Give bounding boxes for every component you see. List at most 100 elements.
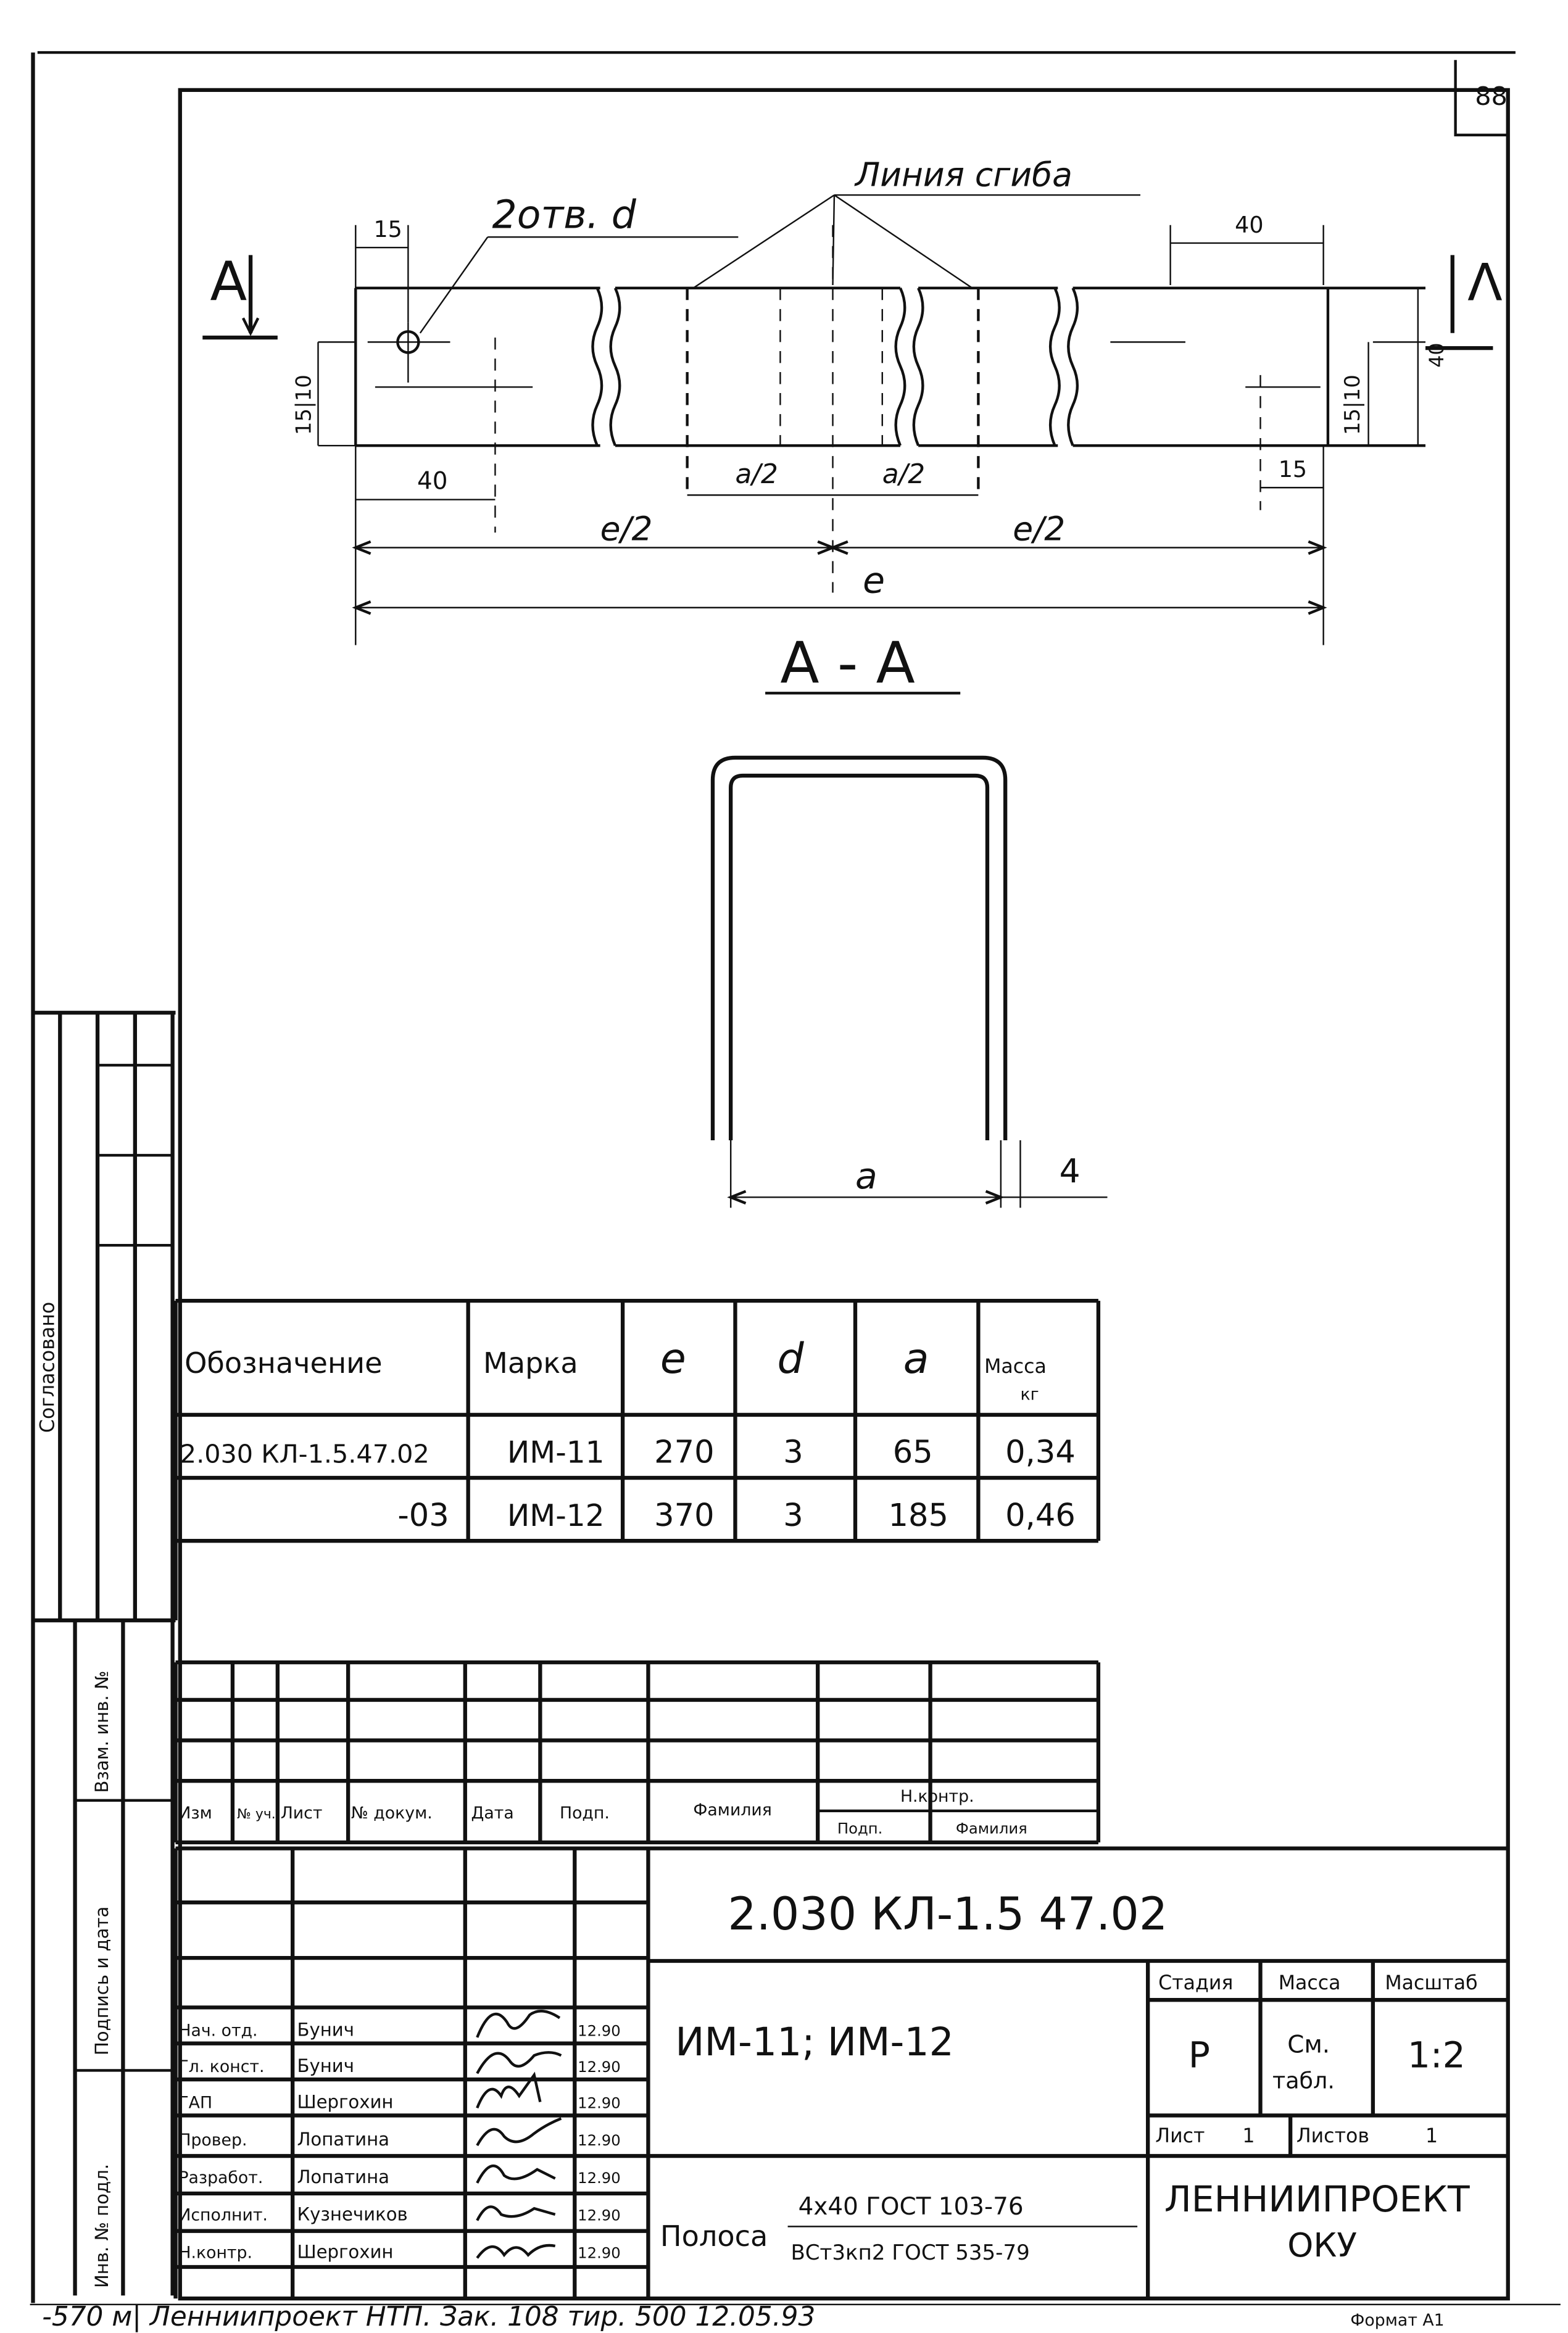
title-block: 2.030 КЛ-1.5 47.02 ИМ-11; ИМ-12 Стадия М… [173, 1846, 1508, 2299]
dim-right-tick: 40 [1426, 342, 1448, 367]
rev-col-doc: № докум. [351, 1804, 433, 1823]
col-length: e [660, 1335, 686, 1383]
material-bottom: ВСт3кп2 ГОСТ 535-79 [790, 2240, 1029, 2265]
drawing-designation: 2.030 КЛ-1.5 47.02 [728, 1888, 1168, 1941]
sig-role: Н.контр. [178, 2243, 252, 2262]
dim-thickness: 4 [1060, 1151, 1081, 1190]
sheet-frame [30, 51, 1561, 2306]
rev-col-norm-control: Н.контр. [900, 1787, 974, 1806]
sig-role: Провер. [178, 2131, 247, 2150]
sig-name: Кузнечиков [297, 2204, 407, 2225]
signature-row: Нач. отд. Бунич 12.90 [178, 2020, 620, 2041]
parts-table: Обозначение Марка e d a Масса кг 2.030 К… [173, 1298, 1101, 1621]
cell-hole-diameter: 3 [783, 1435, 803, 1471]
signature-row: Разработ. Лопатина 12.90 [178, 2166, 620, 2187]
signature-row: Провер. Лопатина 12.90 [178, 2129, 620, 2150]
stage-value: Р [1188, 2034, 1210, 2076]
mass-header: Масса [1279, 1972, 1341, 1994]
rev-col-nc-name: Фамилия [956, 1819, 1027, 1837]
cell-width: 65 [893, 1435, 933, 1471]
dim-total-l: e [863, 559, 885, 601]
rev-col-sign: Подп. [560, 1804, 610, 1823]
rev-col-name: Фамилия [693, 1801, 771, 1820]
organization: ЛЕННИИПРОЕКТ [1164, 2178, 1470, 2220]
dim-half-l-right: e/2 [1013, 509, 1065, 548]
sig-role: Исполнит. [178, 2206, 268, 2225]
break-line [1049, 287, 1061, 447]
table-row: -03 ИМ-12 370 3 185 0,46 [397, 1498, 1075, 1534]
sheets-label: Листов [1296, 2125, 1369, 2147]
sign-date-label: Подпись и дата [91, 1907, 112, 2056]
col-designation: Обозначение [185, 1346, 383, 1380]
sig-date: 12.90 [578, 2058, 621, 2076]
top-view: А Λ 15 2отв. d Линия сгиба 40 15|10 15|1… [202, 155, 1503, 645]
dim-half-a-right: a/2 [882, 458, 925, 490]
stage-header: Стадия [1158, 1972, 1233, 1994]
department: ОКУ [1287, 2226, 1357, 2265]
col-mass-unit: кг [1020, 1385, 1039, 1404]
print-note: -570 м| Ленниипроект НТП. Зак. 108 тир. … [42, 2301, 815, 2332]
cell-mark: ИМ-11 [507, 1436, 605, 1470]
cell-length: 370 [654, 1498, 714, 1534]
sig-name: Шергохин [297, 2091, 393, 2112]
inv-orig-label: Инв. № подл. [91, 2164, 112, 2288]
dim-right-height: 15|10 [1340, 375, 1365, 435]
page-number-box: 88 [1454, 60, 1508, 137]
handwritten-signatures [476, 2010, 562, 2259]
scale-value: 1:2 [1408, 2034, 1466, 2076]
sig-role: ГАП [178, 2093, 212, 2112]
cell-designation: -03 [397, 1498, 449, 1534]
scale-header: Масштаб [1385, 1972, 1477, 1994]
dim-left-height: 15|10 [291, 375, 316, 435]
bend-line-label: Линия сгиба [854, 155, 1072, 194]
col-hole-diameter: d [778, 1335, 805, 1383]
left-strip: Согласовано Взам. инв. № Подпись и дата … [33, 1011, 176, 2296]
rev-col-date: Дата [471, 1804, 514, 1823]
material-top: 4х40 ГОСТ 103-76 [799, 2193, 1024, 2221]
cell-length: 270 [654, 1435, 714, 1471]
cell-mass: 0,46 [1005, 1498, 1076, 1534]
rev-col-section: № уч. [237, 1807, 276, 1822]
sig-date: 12.90 [578, 2131, 621, 2149]
dim-width: a [855, 1155, 877, 1197]
sheets-value: 1 [1425, 2125, 1438, 2147]
break-line [1067, 287, 1079, 447]
break-line [591, 287, 604, 447]
sig-name: Лопатина [297, 2129, 389, 2150]
hole-label: 2отв. d [492, 192, 637, 238]
section-mark-left: А [210, 250, 247, 313]
signature-row: Исполнит. Кузнечиков 12.90 [178, 2204, 620, 2225]
dim-hole-edge: 15 [373, 216, 402, 242]
sig-date: 12.90 [578, 2022, 621, 2040]
section-title: А - А [780, 629, 915, 696]
sig-role: Гл. конст. [178, 2057, 264, 2076]
page-number: 88 [1475, 81, 1508, 111]
sig-role: Разработ. [178, 2168, 263, 2187]
mass-value-2: табл. [1272, 2068, 1335, 2094]
signature-row: Н.контр. Шергохин 12.90 [178, 2241, 620, 2262]
dim-right-top: 40 [1235, 212, 1263, 238]
cell-width: 185 [888, 1498, 948, 1534]
sig-date: 12.90 [578, 2094, 621, 2111]
sig-date: 12.90 [578, 2207, 621, 2224]
sig-date: 12.90 [578, 2244, 621, 2261]
col-width: a [903, 1335, 929, 1383]
break-line [912, 287, 924, 447]
sig-name: Шергохин [297, 2241, 393, 2262]
dim-half-a-left: a/2 [735, 458, 778, 490]
agreed-label: Согласовано [37, 1302, 59, 1433]
rev-col-sheet: Лист [281, 1804, 323, 1823]
cell-mass: 0,34 [1005, 1435, 1076, 1471]
break-line [894, 287, 906, 447]
sig-date: 12.90 [578, 2169, 621, 2187]
replaced-inv-label: Взам. инв. № [91, 1671, 112, 1793]
cell-hole-diameter: 3 [783, 1498, 803, 1534]
col-mass: Масса [984, 1356, 1047, 1378]
sig-name: Бунич [297, 2020, 354, 2041]
cell-designation: 2.030 КЛ-1.5.47.02 [180, 1440, 429, 1469]
footer: -570 м| Ленниипроект НТП. Зак. 108 тир. … [42, 2301, 1445, 2332]
dim-left-bottom: 40 [417, 468, 448, 495]
table-row: 2.030 КЛ-1.5.47.02 ИМ-11 270 3 65 0,34 [180, 1435, 1076, 1471]
revision-table: Изм № уч. Лист № докум. Дата Подп. Фамил… [173, 1660, 1101, 1845]
